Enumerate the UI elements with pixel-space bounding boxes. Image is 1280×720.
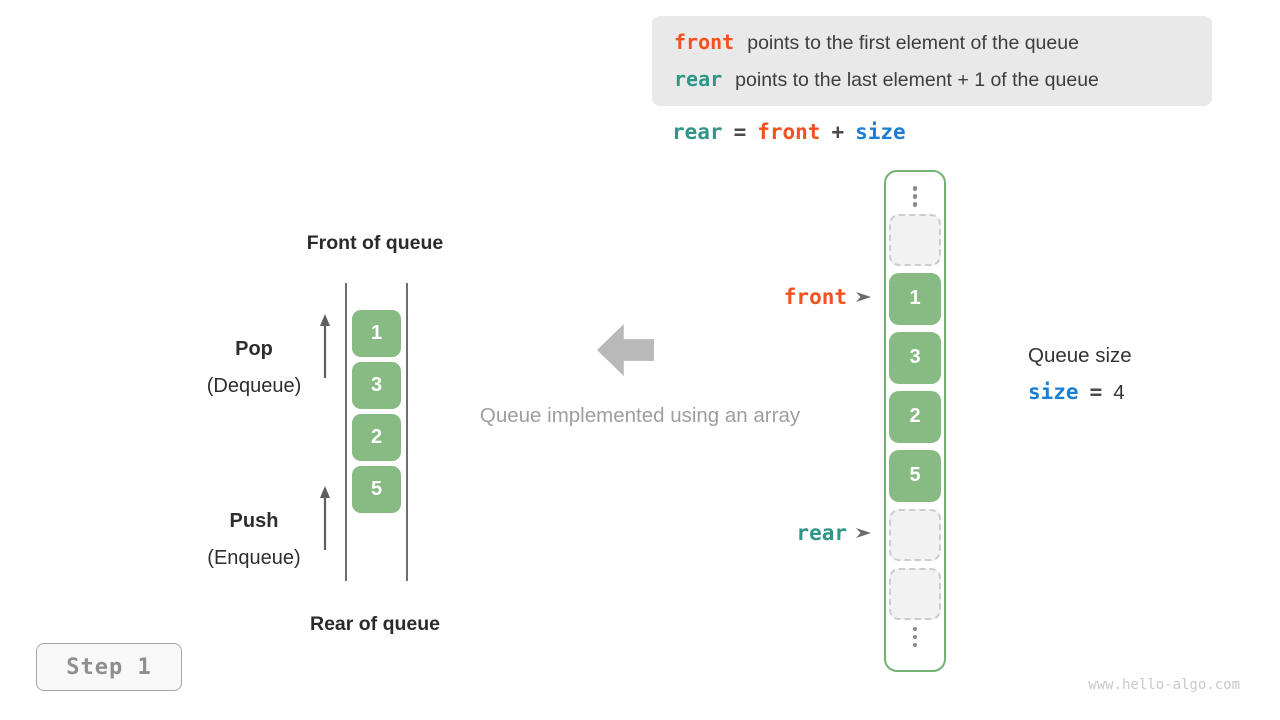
push-subtitle: (Enqueue): [207, 547, 301, 569]
queue-wall-right: [406, 283, 408, 581]
rear-pointer: rear: [700, 521, 872, 545]
rear-of-queue-label: Rear of queue: [309, 613, 441, 635]
front-of-queue-label: Front of queue: [306, 232, 444, 254]
formula-plus: +: [831, 120, 845, 144]
push-up-arrow-icon: [320, 486, 330, 550]
center-caption: Queue implemented using an array: [479, 404, 801, 427]
legend-rear-text: points to the last element + 1 of the qu…: [735, 69, 1099, 91]
queue-cell: 1: [352, 310, 401, 357]
array-cell-filled: 5: [889, 449, 941, 502]
array-column: 1 3 2 5: [884, 170, 946, 672]
queue-cell: 3: [352, 362, 401, 409]
pop-up-arrow-icon: [320, 314, 330, 378]
vertical-ellipsis-icon: [912, 626, 918, 647]
legend-box: front points to the first element of the…: [652, 16, 1212, 106]
pop-title: Pop: [235, 338, 273, 360]
rear-keyword: rear: [674, 67, 723, 91]
pop-subtitle: (Dequeue): [206, 375, 302, 397]
array-cell-filled: 1: [889, 272, 941, 325]
formula: rear = front + size: [672, 120, 906, 144]
queue-wall-left: [345, 283, 347, 581]
vertical-ellipsis-icon: [912, 186, 918, 207]
formula-equals: =: [733, 120, 747, 144]
queue-cell: 5: [352, 466, 401, 513]
array-cell-empty: [889, 508, 941, 561]
array-cell-empty: [889, 567, 941, 620]
formula-front: front: [757, 120, 821, 144]
right-arrowhead-icon: [856, 528, 871, 538]
front-pointer-label: front: [783, 285, 847, 309]
watermark: www.hello-algo.com: [1088, 677, 1240, 693]
left-block-arrow-icon: [597, 324, 654, 376]
queue-cell: 2: [352, 414, 401, 461]
front-pointer: front: [700, 285, 872, 309]
push-title: Push: [229, 510, 279, 532]
queue-size-label: Queue size: [1028, 344, 1132, 367]
legend-front-text: points to the first element of the queue: [747, 32, 1079, 54]
queue-size-equation: size = 4: [1028, 380, 1125, 405]
array-cell-filled: 3: [889, 331, 941, 384]
step-badge: Step 1: [36, 643, 182, 691]
legend-line-front: front points to the first element of the…: [674, 24, 1212, 61]
front-keyword: front: [674, 30, 735, 54]
formula-rear: rear: [672, 120, 723, 144]
size-keyword: size: [1028, 380, 1079, 404]
array-cell-filled: 2: [889, 390, 941, 443]
size-value: 4: [1113, 381, 1125, 404]
rear-pointer-label: rear: [796, 521, 847, 545]
left-queue-cells: 1 3 2 5: [352, 310, 401, 513]
formula-size: size: [855, 120, 906, 144]
size-equals: =: [1089, 380, 1103, 404]
right-arrowhead-icon: [856, 292, 871, 302]
push-label-block: Push (Enqueue): [166, 503, 342, 577]
pop-label-block: Pop (Dequeue): [166, 331, 342, 405]
legend-line-rear: rear points to the last element + 1 of t…: [674, 61, 1212, 98]
array-cell-empty: [889, 213, 941, 266]
